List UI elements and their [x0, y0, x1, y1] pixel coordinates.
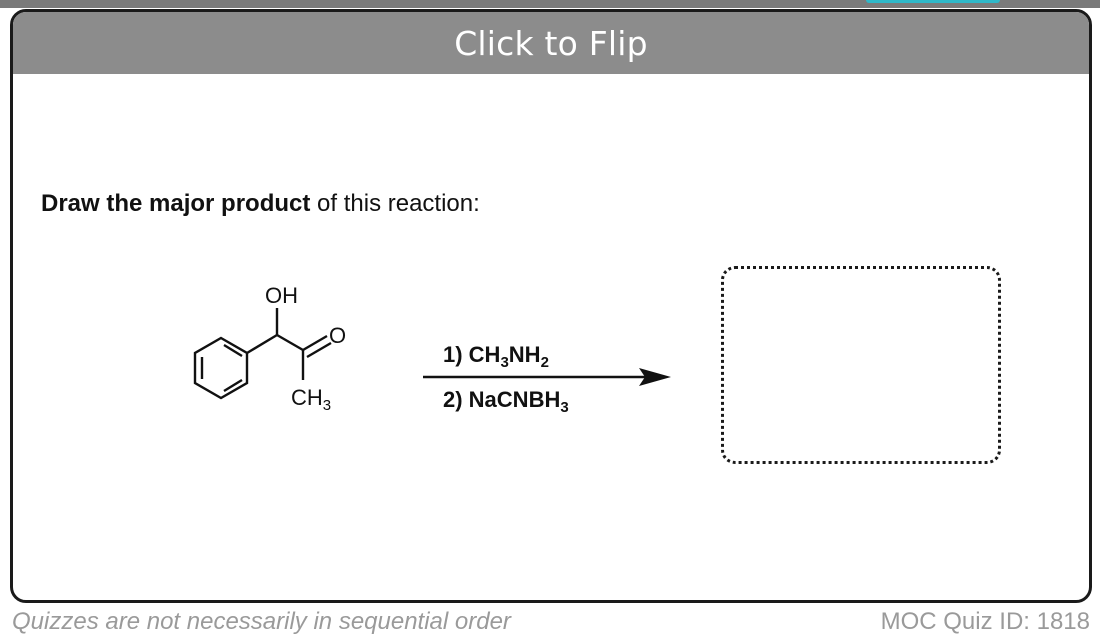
answer-placeholder-box — [721, 266, 1001, 464]
ch3-subscript: 3 — [323, 397, 331, 414]
reaction-scheme: OH O CH3 1) CH3NH2 2) NaCNBH3 — [193, 283, 671, 416]
o-label: O — [329, 323, 346, 348]
oh-label: OH — [265, 283, 298, 308]
ch3-label: CH3 — [291, 385, 331, 414]
step1-sub2: 2 — [541, 354, 549, 371]
top-strip — [0, 0, 1100, 8]
step1-prefix: 1) CH — [443, 342, 500, 367]
flip-label: Click to Flip — [454, 23, 648, 63]
benzene-ring — [193, 336, 249, 400]
question-prompt: Draw the major product of this reaction: — [41, 190, 480, 218]
click-to-flip-bar[interactable]: Click to Flip — [13, 12, 1089, 74]
ch3-main: CH — [291, 385, 323, 410]
carbon-chain — [246, 308, 332, 380]
question-bold: Draw the major product — [41, 190, 311, 217]
flashcard[interactable]: Click to Flip Draw the major product of … — [10, 9, 1092, 603]
step2-sub: 3 — [560, 399, 568, 416]
question-rest: of this reaction: — [310, 190, 480, 217]
reaction-arrow — [423, 368, 671, 386]
sequence-note: Quizzes are not necessarily in sequentia… — [12, 608, 511, 635]
step2-prefix: 2) NaCNBH — [443, 387, 560, 412]
quiz-id: MOC Quiz ID: 1818 — [880, 608, 1090, 635]
step1-sub1: 3 — [500, 354, 508, 371]
step1-mid: NH — [509, 342, 541, 367]
reagent-step-2: 2) NaCNBH3 — [443, 387, 569, 416]
reagent-step-1: 1) CH3NH2 — [443, 342, 549, 371]
top-tab-indicator — [866, 0, 1000, 3]
